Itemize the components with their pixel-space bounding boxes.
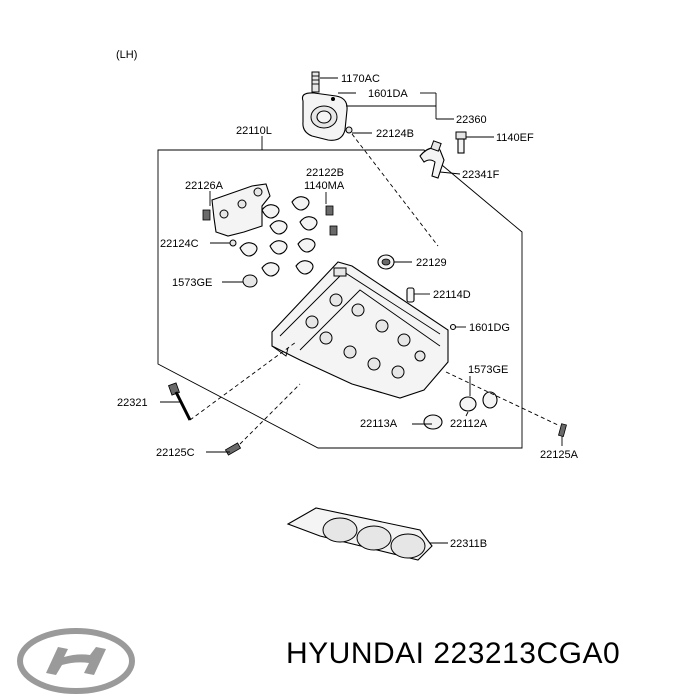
- label-22360: 22360: [456, 114, 487, 126]
- seal-1573ge-a-part: [242, 274, 258, 288]
- footer-caption: HYUNDAI 223213CGA0: [286, 637, 621, 670]
- callout-labels: 1170AC 1601DA 22360 22124B 1140EF 22110L…: [117, 73, 579, 550]
- label-22125a: 22125A: [540, 449, 579, 461]
- label-1170ac: 1170AC: [341, 73, 380, 85]
- bracket-22341f-part: [419, 140, 445, 179]
- washer-22124b-part: [345, 126, 353, 134]
- label-22126a: 22126A: [185, 180, 224, 192]
- label-1140ef: 1140EF: [496, 132, 534, 144]
- assembly-frame: [157, 149, 523, 449]
- leader-lines: [160, 77, 563, 544]
- label-22341f: 22341F: [462, 169, 500, 181]
- label-22321: 22321: [117, 397, 148, 409]
- pin-22114d-part: [406, 287, 415, 303]
- cylinder-head-part: [271, 261, 449, 399]
- label-22114d: 22114D: [433, 289, 471, 301]
- label-22125c: 22125C: [156, 447, 195, 459]
- label-1601da: 1601DA: [368, 88, 408, 100]
- label-22311b: 22311B: [450, 538, 487, 550]
- label-22122b: 22122B: [306, 167, 344, 179]
- cam-caps-part: [239, 196, 338, 277]
- washer-22124c-part: [229, 239, 237, 247]
- label-22112a: 22112A: [450, 418, 488, 430]
- bolt-1140ef-part: [455, 131, 467, 154]
- dowel-1601dg-part: [449, 323, 457, 331]
- rocker-bracket-part: [202, 183, 271, 237]
- label-22110l: 22110L: [236, 125, 272, 137]
- side-label: (LH): [116, 49, 137, 61]
- head-gasket-part: [286, 507, 433, 561]
- stud-22125c-part: [224, 442, 242, 456]
- label-1601dg: 1601DG: [469, 322, 510, 334]
- label-1573ge-a: 1573GE: [172, 277, 212, 289]
- stud-22125a-part: [558, 423, 567, 438]
- label-22129: 22129: [416, 257, 447, 269]
- bolt-22321-part: [168, 382, 192, 421]
- label-1140ma: 1140MA: [304, 180, 345, 192]
- plug-22129-part: [377, 254, 395, 270]
- label-22124b: 22124B: [376, 128, 414, 140]
- seal-22113a-part: [423, 414, 443, 430]
- seals-1573ge-b-part: [459, 391, 498, 412]
- cam-cover-part: [301, 71, 348, 141]
- hyundai-logo: [17, 628, 135, 694]
- label-1573ge-b: 1573GE: [468, 364, 508, 376]
- label-22124c: 22124C: [160, 238, 199, 250]
- label-22113a: 22113A: [360, 418, 398, 430]
